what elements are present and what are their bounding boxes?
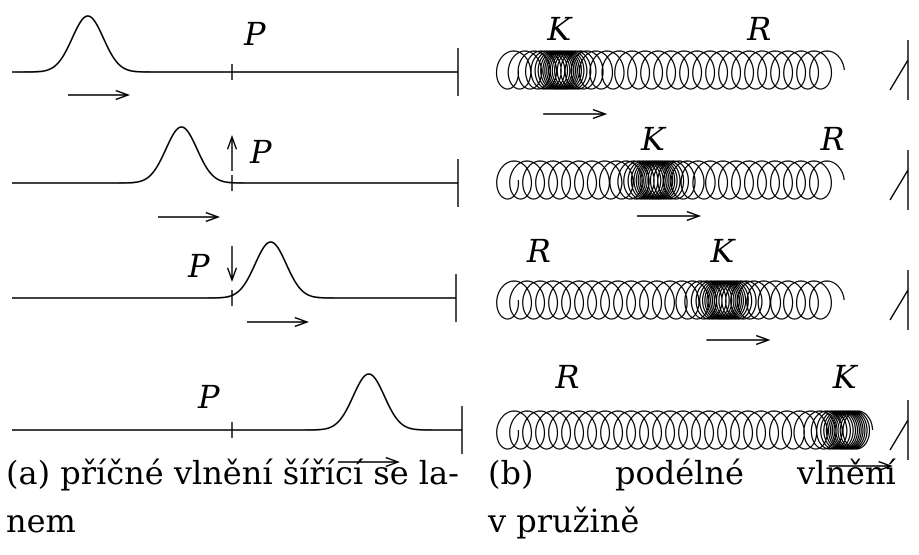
compression-label-k: K xyxy=(640,120,667,158)
rope-pulse xyxy=(12,374,462,430)
propagation-arrow xyxy=(158,213,218,222)
caption-a-line1: (a) příčné vlnění šířící se la- xyxy=(6,452,459,494)
point-p-label: P xyxy=(249,133,272,171)
rarefaction-label-r: R xyxy=(820,120,845,158)
spring-coil xyxy=(497,411,873,449)
point-p-label: P xyxy=(197,378,220,416)
spring-row-3: KR xyxy=(497,232,908,344)
spring-coil xyxy=(497,161,845,199)
rarefaction-label-r: R xyxy=(746,10,771,48)
propagation-arrow xyxy=(637,212,699,221)
spring-coil xyxy=(497,281,845,319)
spring-attachment xyxy=(890,290,908,320)
rope-row-3: P xyxy=(12,242,456,326)
spring-attachment xyxy=(890,420,908,450)
caption-b-word1: (b) xyxy=(488,452,533,494)
point-p-up-arrow xyxy=(228,137,237,171)
compression-label-k: K xyxy=(546,10,573,48)
rarefaction-label-r: R xyxy=(526,232,551,270)
rope-pulse xyxy=(12,127,458,183)
caption-a-line2: nem xyxy=(6,500,76,542)
compression-label-k: K xyxy=(709,232,736,270)
propagation-arrow xyxy=(706,336,768,345)
propagation-arrow xyxy=(247,318,307,327)
propagation-arrow xyxy=(68,91,128,100)
spring-attachment xyxy=(890,170,908,200)
panel-a-transverse-wave: P P P P xyxy=(12,15,462,466)
caption-b-line2: v pružině xyxy=(488,500,639,542)
rarefaction-label-r: R xyxy=(554,358,579,396)
point-p-down-arrow xyxy=(228,246,237,280)
rope-row-2: P xyxy=(12,127,458,221)
rope-pulse xyxy=(12,242,456,298)
rope-pulse xyxy=(12,16,458,72)
rope-row-1: P xyxy=(12,15,458,99)
caption-b-word3: vlnění xyxy=(797,452,896,494)
compression-label-k: K xyxy=(832,358,859,396)
point-p-label: P xyxy=(243,15,266,53)
propagation-arrow xyxy=(543,110,605,119)
spring-attachment xyxy=(890,60,908,90)
caption-b-word2: podélné xyxy=(615,452,744,494)
spring-coil xyxy=(497,51,845,89)
point-p-label: P xyxy=(187,247,210,285)
